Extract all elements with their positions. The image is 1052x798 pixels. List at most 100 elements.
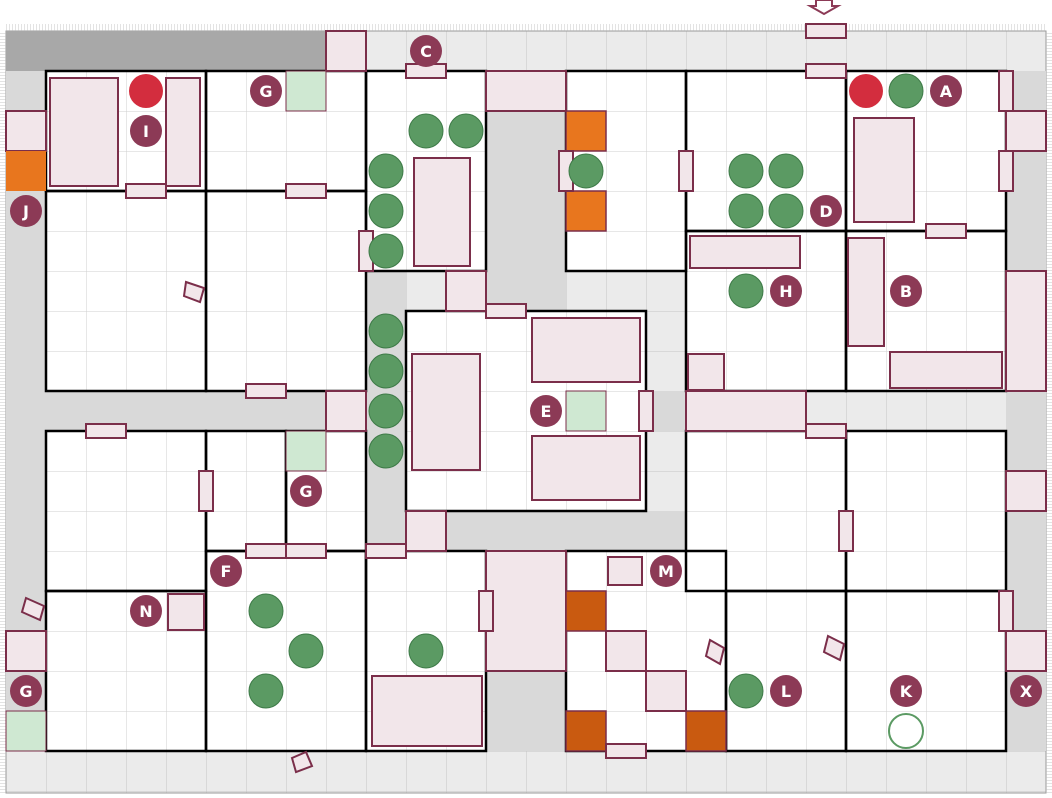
marker-H[interactable]: H — [770, 275, 802, 307]
skull-icon — [368, 113, 484, 469]
rubble-icon — [325, 390, 367, 432]
marker-G[interactable]: G — [250, 75, 282, 107]
rubble-icon — [485, 70, 567, 112]
marker-I[interactable]: I — [130, 115, 162, 147]
svg-text:B: B — [900, 282, 912, 301]
trap-icon — [565, 110, 607, 152]
svg-text:I: I — [143, 122, 149, 141]
rubble-icon — [325, 30, 367, 72]
tomb — [531, 317, 641, 383]
svg-text:M: M — [658, 562, 674, 581]
tomb — [531, 435, 641, 501]
goblin-icon — [888, 73, 924, 109]
marker-L[interactable]: L — [770, 675, 802, 707]
hero-icon — [849, 74, 883, 108]
rubble-icon — [1005, 110, 1047, 152]
secret-doors — [20, 280, 846, 774]
monsters — [129, 73, 924, 749]
marker-B[interactable]: B — [890, 275, 922, 307]
door-icon — [125, 183, 167, 199]
rubble-tiles — [5, 30, 1047, 712]
rubble-icon — [445, 270, 487, 312]
pit-icon — [685, 710, 727, 752]
rack — [689, 235, 801, 269]
table — [847, 237, 885, 347]
svg-text:N: N — [139, 602, 152, 621]
rubble-icon — [5, 110, 47, 152]
scroll-icon — [285, 430, 327, 472]
door-icon — [998, 590, 1014, 632]
marker-D[interactable]: D — [810, 195, 842, 227]
svg-text:J: J — [22, 202, 29, 221]
marker-X[interactable]: X — [1010, 675, 1042, 707]
hero-icon — [129, 74, 163, 108]
svg-text:C: C — [420, 42, 432, 61]
door-icon — [478, 590, 494, 632]
marker-E[interactable]: E — [530, 395, 562, 427]
marker-J[interactable]: J — [10, 195, 42, 227]
door-icon — [245, 543, 287, 559]
rubble-icon — [1005, 630, 1047, 672]
door-icon — [365, 543, 407, 559]
door-icon — [805, 23, 847, 39]
marker-K[interactable]: K — [890, 675, 922, 707]
furniture — [49, 77, 1003, 747]
rubble-icon — [5, 630, 47, 672]
rubble-icon — [485, 550, 567, 672]
trap-icon — [6, 151, 46, 191]
pit-icon — [565, 590, 607, 632]
marker-N[interactable]: N — [130, 595, 162, 627]
mummy-icon — [248, 593, 444, 709]
table — [889, 351, 1003, 389]
scroll-tiles — [5, 70, 607, 752]
chest — [607, 556, 643, 586]
svg-text:E: E — [541, 402, 552, 421]
door-icon — [805, 423, 847, 439]
door-icon — [85, 423, 127, 439]
orc-icon — [728, 273, 764, 309]
door-icon — [678, 150, 694, 192]
svg-text:G: G — [259, 82, 272, 101]
svg-text:F: F — [221, 562, 232, 581]
ruler-top — [6, 24, 1046, 31]
rubble-icon — [685, 390, 807, 432]
door-icon — [638, 390, 654, 432]
rubble-icon — [605, 630, 647, 672]
dark-tiles — [6, 31, 326, 71]
svg-text:H: H — [779, 282, 792, 301]
chest — [687, 353, 725, 391]
svg-text:D: D — [819, 202, 832, 221]
doors — [85, 23, 1014, 759]
bookcase — [49, 77, 119, 187]
svg-text:A: A — [940, 82, 953, 101]
sorcerers-table — [411, 353, 481, 471]
arrow-down-icon — [806, 0, 842, 16]
trap-icon — [565, 190, 607, 232]
marker-F[interactable]: F — [210, 555, 242, 587]
door-icon — [805, 63, 847, 79]
svg-text:G: G — [299, 482, 312, 501]
marker-G[interactable]: G — [290, 475, 322, 507]
rubble-icon — [1005, 270, 1047, 392]
chest — [167, 593, 205, 631]
scroll-icon — [285, 70, 327, 112]
marker-G[interactable]: G — [10, 675, 42, 707]
marker-M[interactable]: M — [650, 555, 682, 587]
chaos-warrior-icon — [888, 713, 924, 749]
marker-C[interactable]: C — [410, 35, 442, 67]
door-icon — [605, 743, 647, 759]
door-icon — [285, 543, 327, 559]
table — [413, 157, 471, 267]
traps — [6, 110, 727, 752]
gargoyle-icon — [568, 153, 804, 229]
door-icon — [485, 303, 527, 319]
svg-text:X: X — [1020, 682, 1033, 701]
ruler-left — [0, 31, 6, 793]
svg-text:L: L — [781, 682, 791, 701]
marker-A[interactable]: A — [930, 75, 962, 107]
pit-icon — [565, 710, 607, 752]
rubble-icon — [645, 670, 687, 712]
door-icon — [245, 383, 287, 399]
table — [165, 77, 201, 187]
